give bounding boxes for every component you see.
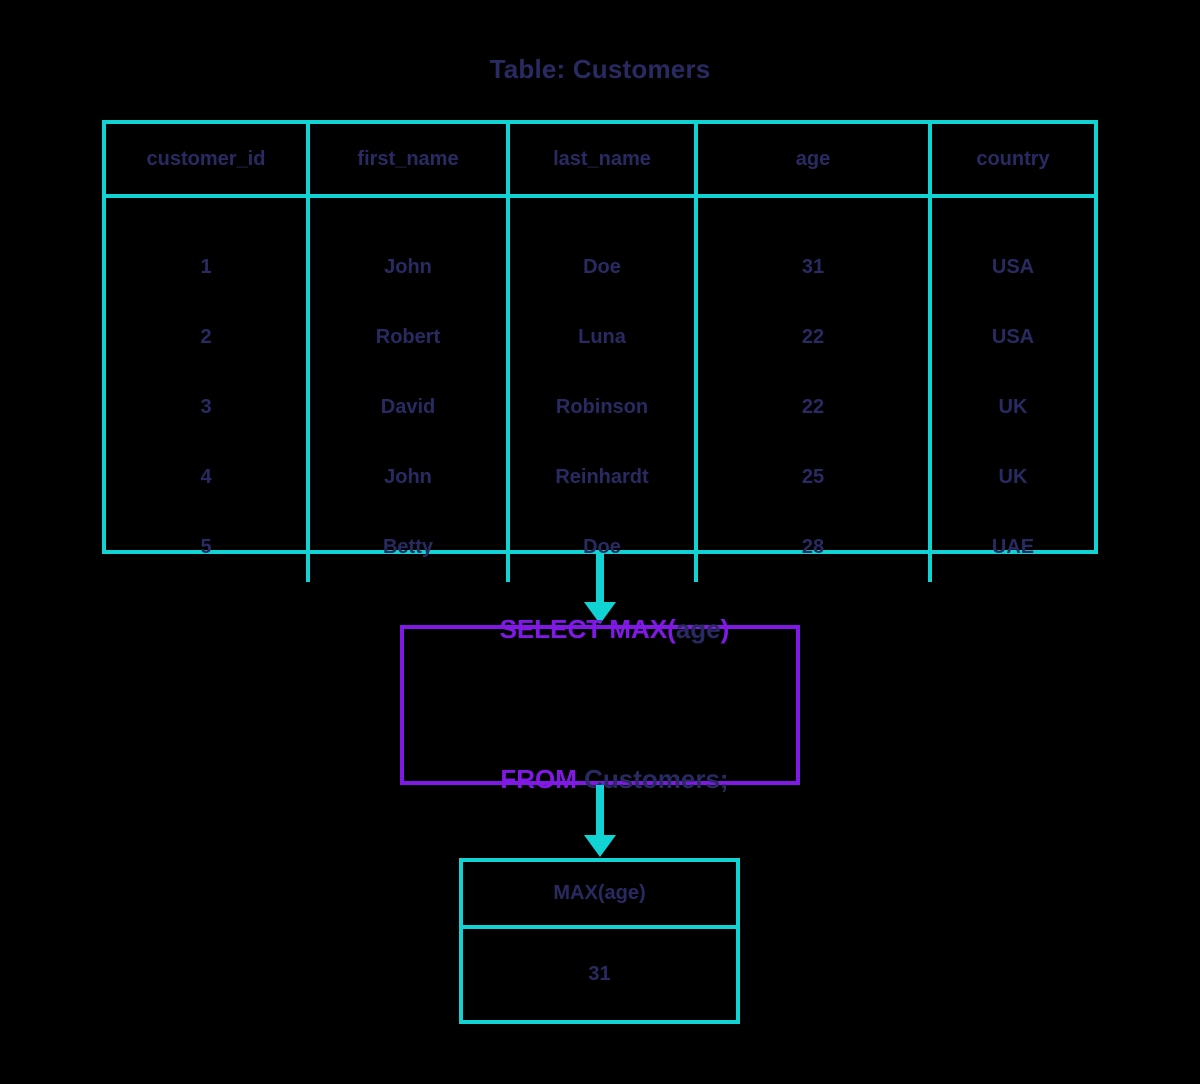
cell-customer_id: 2 — [200, 325, 212, 348]
body-column-age: 31 22 22 25 28 — [694, 198, 928, 582]
source-table: customer_id first_name last_name age cou… — [102, 120, 1098, 582]
cell-country: UAE — [991, 535, 1035, 558]
cell-first_name: Robert — [375, 325, 441, 348]
cell-first_name: John — [384, 465, 432, 488]
cell-first_name: Betty — [382, 535, 433, 558]
query-line-1: SELECT MAX(age) — [471, 555, 730, 705]
cell-customer_id: 3 — [200, 395, 212, 418]
body-column-first_name: John Robert David John Betty — [306, 198, 506, 582]
column-header-last_name: last_name — [553, 147, 651, 170]
cell-last_name: Doe — [583, 535, 621, 558]
cell-age: 22 — [801, 325, 825, 348]
cell-last_name: Doe — [583, 255, 621, 278]
down-arrow-icon — [578, 785, 622, 859]
cell-country: USA — [991, 255, 1035, 278]
cell-age: 31 — [801, 255, 825, 278]
column-last_name: last_name — [506, 124, 694, 194]
cell-age: 28 — [801, 535, 825, 558]
sql-identifier-age: age — [675, 614, 721, 645]
result-table: MAX(age) 31 — [459, 858, 740, 1024]
cell-last_name: Luna — [578, 325, 626, 348]
result-value-cell: 31 — [588, 963, 611, 985]
down-arrow-icon — [578, 554, 622, 626]
query-line-2: FROM Customers; — [471, 705, 728, 855]
column-header-customer_id: customer_id — [146, 147, 266, 170]
column-country: country — [928, 124, 1094, 194]
column-first_name: first_name — [306, 124, 506, 194]
table-header-row: customer_id first_name last_name age cou… — [106, 124, 1094, 198]
cell-age: 22 — [801, 395, 825, 418]
cell-first_name: David — [380, 395, 436, 418]
cell-customer_id: 4 — [200, 465, 212, 488]
column-header-country: country — [976, 147, 1050, 170]
cell-first_name: John — [384, 255, 432, 278]
page-title: Table: Customers — [489, 54, 711, 84]
cell-country: UK — [998, 465, 1028, 488]
sql-paren-close: ) — [720, 614, 730, 645]
column-age: age — [694, 124, 928, 194]
table-body: 1 2 3 4 5 John Robert David John Betty D… — [106, 198, 1094, 582]
body-column-customer_id: 1 2 3 4 5 — [106, 198, 306, 582]
cell-country: USA — [991, 325, 1035, 348]
sql-keyword-select: SELECT MAX( — [499, 614, 676, 645]
cell-age: 25 — [801, 465, 825, 488]
sql-query-box: SELECT MAX(age) FROM Customers; — [400, 614, 800, 794]
body-column-country: USA USA UK UK UAE — [928, 198, 1094, 582]
column-customer_id: customer_id — [106, 124, 306, 194]
cell-last_name: Reinhardt — [555, 465, 649, 488]
column-header-age: age — [795, 147, 831, 170]
cell-customer_id: 1 — [200, 255, 212, 278]
body-column-last_name: Doe Luna Robinson Reinhardt Doe — [506, 198, 694, 582]
cell-customer_id: 5 — [200, 535, 212, 558]
result-column-header: MAX(age) — [463, 862, 736, 929]
column-header-first_name: first_name — [357, 147, 459, 170]
cell-last_name: Robinson — [555, 395, 649, 418]
sql-keyword-from: FROM — [500, 763, 585, 794]
cell-country: UK — [998, 395, 1028, 418]
sql-identifier-customers: Customers; — [584, 763, 729, 794]
